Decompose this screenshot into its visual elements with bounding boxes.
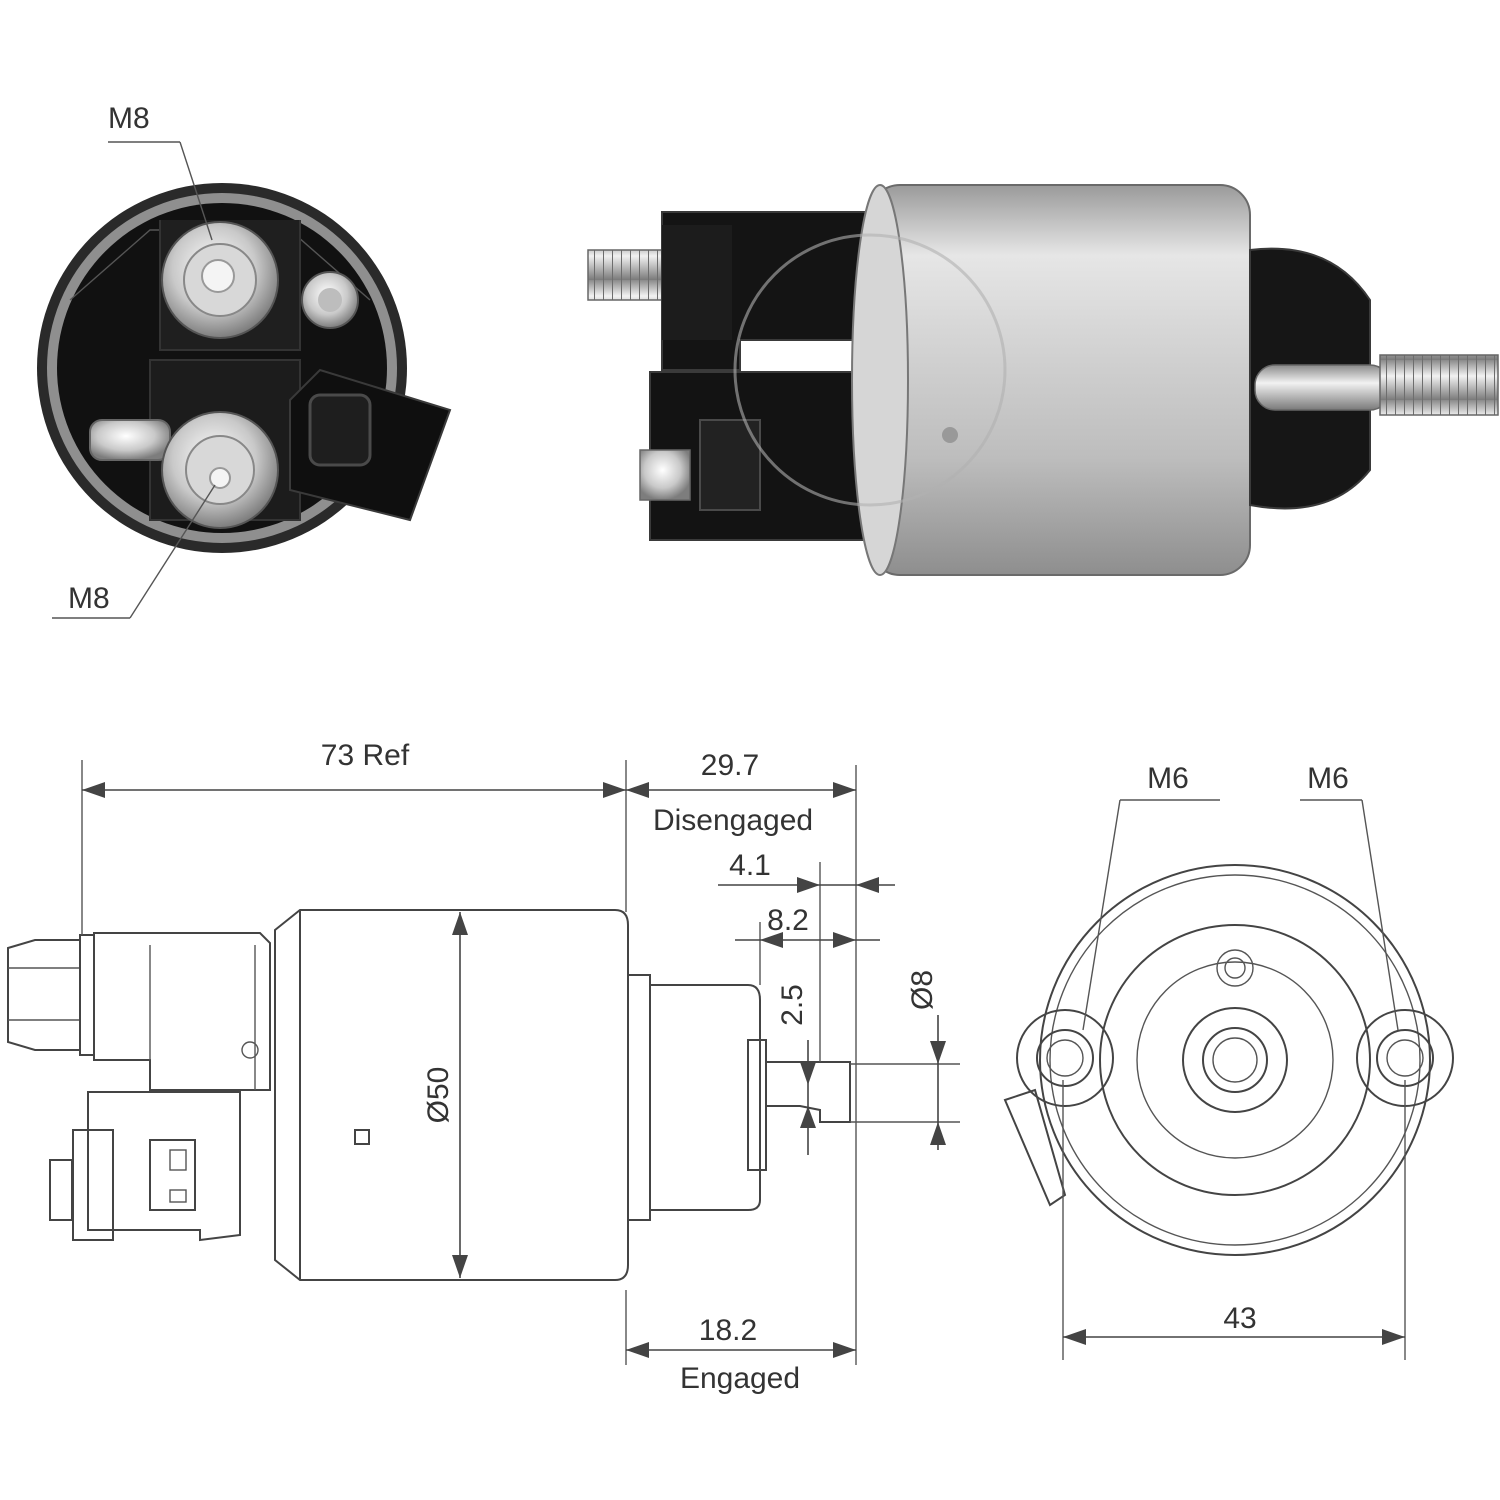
terminal-nut-icon (7, 939, 81, 1051)
m6-right-label: M6 (1307, 762, 1349, 795)
dim-2-5-label: 2.5 (776, 984, 809, 1026)
watermark-logo (733, 233, 1007, 507)
connector-tab (1003, 1088, 1067, 1207)
dim-8-2-label: 8.2 (767, 904, 809, 937)
rear-flange (627, 974, 651, 1221)
rear-boot-outline (649, 984, 761, 1211)
upper-terminal-icon (161, 221, 279, 339)
m6-left-leader (1082, 799, 1121, 1031)
m6-right-leader (1361, 799, 1399, 1031)
engaged-value: 18.2 (699, 1314, 757, 1347)
solenoid-body-outline (274, 909, 629, 1281)
connector-plug-icon (289, 368, 452, 522)
solenoid-can (869, 184, 1251, 576)
m8-top-label: M8 (108, 102, 150, 135)
connector-outline (87, 1091, 241, 1242)
overall-length-label: 73 Ref (321, 739, 410, 772)
side-view-drawing: Ø50 73 Ref 29.7 Disengaged 4.1 8.2 2.5 (7, 739, 960, 1395)
dia8-label: Ø8 (906, 970, 939, 1010)
mount-spacing-label: 43 (1223, 1302, 1256, 1335)
m6-left-label: M6 (1147, 762, 1189, 795)
right-stud-icon (1379, 354, 1499, 416)
center-plunger-circle (1202, 1027, 1268, 1093)
plunger-outline (765, 1061, 851, 1123)
dim-4-1-label: 4.1 (729, 849, 771, 882)
engaged-caption: Engaged (680, 1362, 800, 1395)
disengaged-value: 29.7 (701, 749, 759, 782)
end-view-drawing: M6 M6 43 (1003, 762, 1454, 1360)
plunger-icon (1254, 364, 1391, 411)
dia50-label: Ø50 (422, 1067, 455, 1124)
end-view-photo: M8 M8 (37, 102, 452, 619)
lower-terminal-icon (89, 411, 279, 529)
small-screw-icon (301, 271, 359, 329)
outer-housing-circle (1039, 864, 1431, 1256)
side-view-photo (587, 184, 1499, 576)
disengaged-caption: Disengaged (653, 804, 813, 837)
left-mount-ear-icon (1016, 1009, 1114, 1107)
left-stud-icon (587, 249, 669, 301)
m8-bottom-label: M8 (68, 582, 110, 615)
